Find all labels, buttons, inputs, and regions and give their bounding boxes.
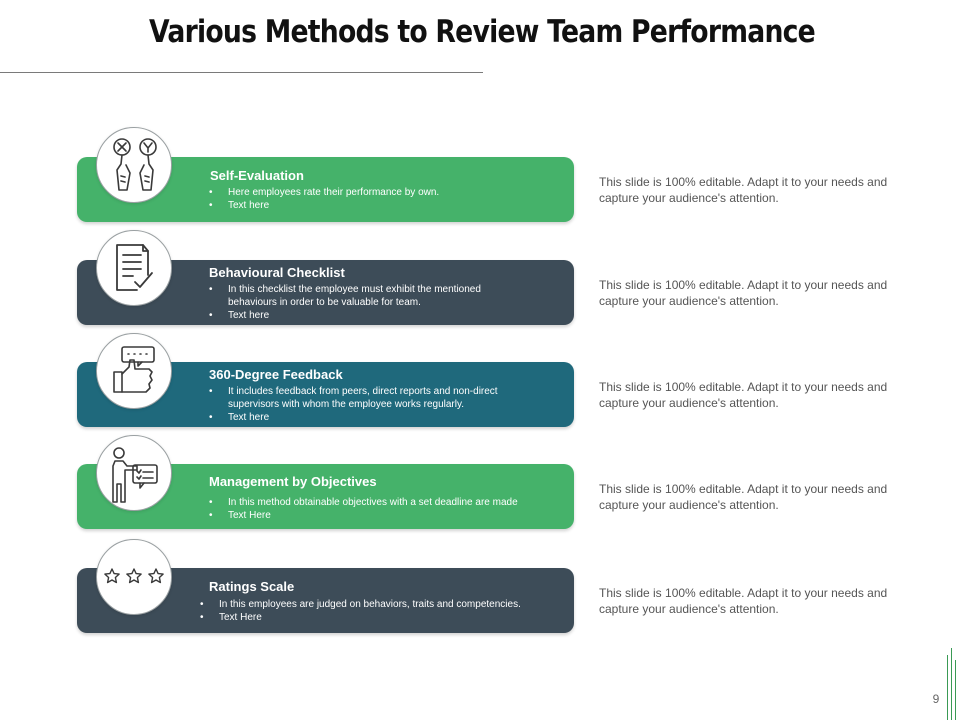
method-title: Management by Objectives — [209, 474, 377, 489]
bullet-item: Text Here — [200, 611, 565, 624]
bullet-item: In this checklist the employee must exhi… — [209, 283, 509, 309]
bullet-item: Text here — [209, 309, 509, 322]
bullet-item: It includes feedback from peers, direct … — [209, 385, 529, 411]
method-icon-circle — [96, 127, 172, 203]
method-description: This slide is 100% editable. Adapt it to… — [599, 380, 888, 410]
bullet-item: In this method obtainable objectives wit… — [209, 496, 554, 509]
bullet-item: Text here — [209, 199, 549, 212]
method-bullets: In this employees are judged on behavior… — [200, 598, 565, 624]
method-icon-circle — [96, 333, 172, 409]
bullet-item: Here employees rate their performance by… — [209, 186, 549, 199]
method-bullets: Here employees rate their performance by… — [209, 186, 549, 212]
bullet-item: Text Here — [209, 509, 554, 522]
bullet-item: In this employees are judged on behavior… — [200, 598, 565, 611]
method-bullets: In this checklist the employee must exhi… — [209, 283, 509, 322]
method-title: Ratings Scale — [209, 579, 295, 594]
bullet-item: Text here — [209, 411, 529, 424]
checklist-icon — [116, 244, 153, 291]
page-number: 9 — [932, 692, 940, 706]
method-title: 360-Degree Feedback — [209, 367, 343, 382]
thumbs-up-down-icon — [113, 138, 157, 191]
method-bullets: In this method obtainable objectives wit… — [209, 496, 554, 522]
slide-title: Various Methods to Review Team Performan… — [149, 14, 816, 50]
method-description: This slide is 100% editable. Adapt it to… — [599, 482, 888, 512]
method-title: Self-Evaluation — [210, 168, 304, 183]
method-description: This slide is 100% editable. Adapt it to… — [599, 175, 888, 205]
method-icon-circle — [96, 435, 172, 511]
feedback-thumbs-up-icon — [113, 346, 155, 393]
corner-decoration-line — [951, 648, 952, 720]
corner-decoration-line — [955, 660, 956, 720]
three-stars-icon — [104, 568, 164, 584]
title-divider — [0, 72, 483, 73]
presenter-checklist-icon — [112, 447, 158, 503]
method-title: Behavioural Checklist — [209, 265, 345, 280]
method-description: This slide is 100% editable. Adapt it to… — [599, 278, 888, 308]
method-bullets: It includes feedback from peers, direct … — [209, 385, 529, 424]
corner-decoration-line — [947, 655, 948, 720]
method-icon-circle — [96, 230, 172, 306]
method-icon-circle — [96, 539, 172, 615]
method-description: This slide is 100% editable. Adapt it to… — [599, 586, 888, 616]
